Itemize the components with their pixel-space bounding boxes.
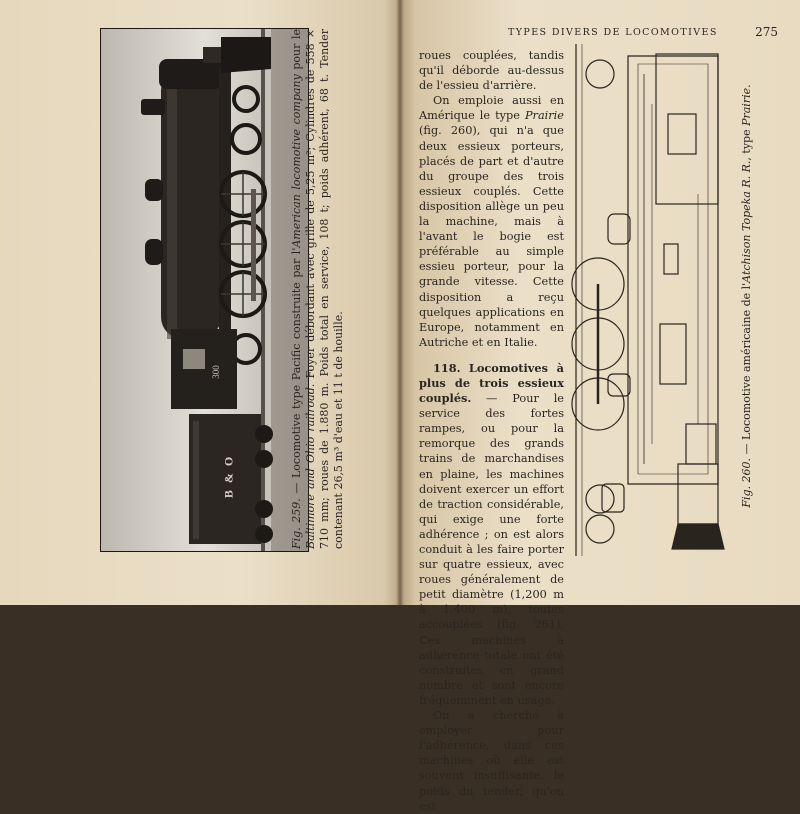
- body-text: roues couplées, tandis qu'il déborde au-…: [419, 48, 564, 814]
- text-run: On emploie aussi en Amérique le type: [419, 94, 564, 123]
- left-page: B & O 300 Fig. 259. — Locomotive type Pa…: [0, 0, 400, 605]
- right-page: [400, 0, 800, 605]
- running-title: TYPES DIVERS DE LOCOMOTIVES: [508, 27, 718, 38]
- text-run: —: [471, 392, 513, 406]
- prairie-locomotive-drawing: [568, 44, 730, 556]
- caption-dash: —: [290, 478, 303, 499]
- pacific-locomotive-illustration: [101, 29, 308, 551]
- caption-type: Prairie: [740, 87, 753, 126]
- locomotive-photo: B & O 300: [100, 28, 309, 552]
- prairie-locomotive-elevation: [571, 44, 725, 556]
- caption-railroad: Atchison Topeka R. R.: [740, 160, 753, 283]
- section-number: 118.: [433, 360, 461, 375]
- cab-number: 300: [211, 365, 221, 379]
- section-heading-paragraph: 118. Locomotives à plus de trois essieux…: [419, 361, 564, 708]
- figure-259-caption: Fig. 259. — Locomotive type Pacific cons…: [290, 29, 350, 549]
- running-head: TYPES DIVERS DE LOCOMOTIVES 275: [508, 25, 788, 41]
- book-gutter: [396, 0, 404, 605]
- caption-text: , type: [740, 125, 753, 161]
- section-title: Locomotives à plus de trois essieux coup…: [419, 360, 564, 406]
- text-run: (fig. 260), qui n'a que deux essieux por…: [419, 124, 564, 349]
- caption-dash: —: [740, 439, 753, 458]
- tender-lettering: B & O: [221, 454, 236, 499]
- text-run-italic: Prairie: [524, 109, 564, 123]
- paragraph: On a cherché à employer pour l'adhérence…: [419, 709, 564, 813]
- caption-text: .: [740, 84, 753, 88]
- caption-text: Locomotive type Pacific construite par l…: [290, 247, 303, 479]
- figure-number: Fig. 260.: [740, 457, 753, 508]
- caption-railroad: Baltimore and Ohio railroad: [304, 387, 317, 549]
- caption-text: Locomotive américaine de l': [740, 282, 753, 440]
- paragraph: On emploie aussi en Amérique le type Pra…: [419, 93, 564, 350]
- figure-260-caption: Fig. 260. — Locomotive américaine de l'A…: [740, 61, 756, 531]
- page-number: 275: [755, 25, 778, 39]
- figure-number: Fig. 259.: [290, 498, 303, 549]
- caption-text: pour le: [290, 29, 303, 75]
- text-run: Pour le service des fortes rampes, ou po…: [419, 392, 564, 707]
- caption-company: American locomotive company: [290, 74, 303, 248]
- paragraph: roues couplées, tandis qu'il déborde au-…: [419, 49, 564, 93]
